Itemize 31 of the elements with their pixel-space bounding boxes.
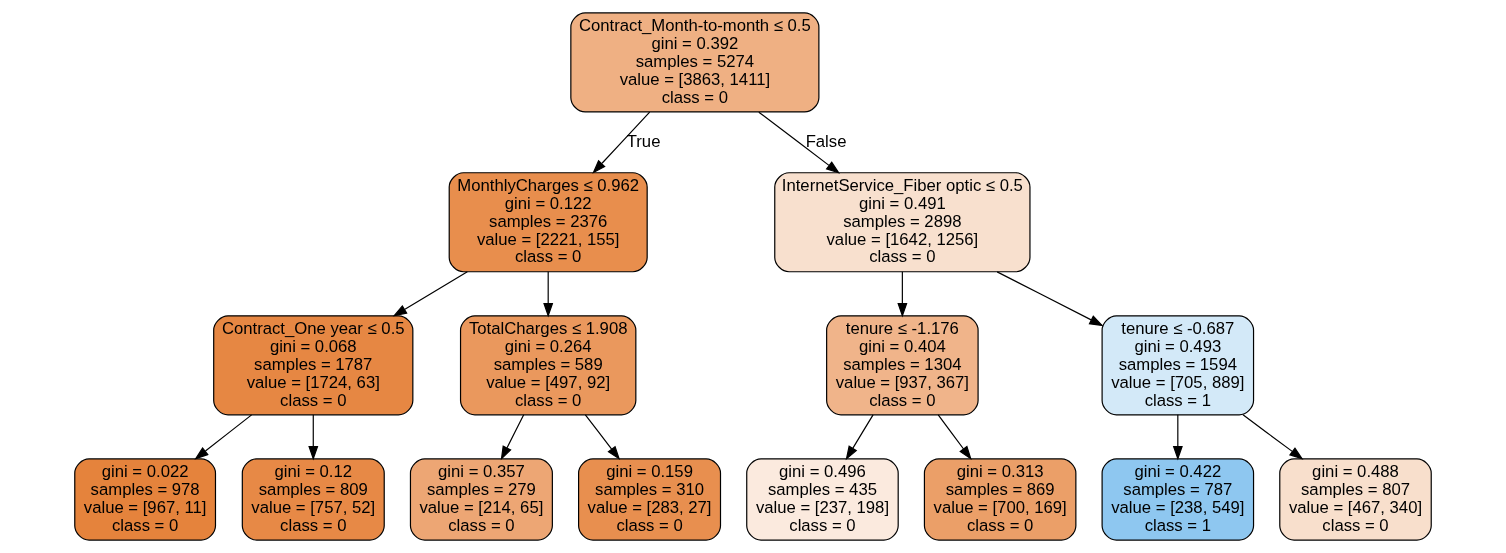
arrow: [758, 111, 841, 174]
node-box: gini = 0.022 samples = 978 value = [967, 11] class = 0: [74, 458, 217, 541]
node-box: gini = 0.313 samples = 869 value = [700, 169] class = 0: [923, 458, 1077, 541]
arrow: [500, 414, 525, 461]
node-box: InternetService_Fiber optic ≤ 0.5 gini = 0.491 samples = 2898 value = [1642, 1256] class = 0: [774, 172, 1031, 273]
arrow: [1172, 414, 1183, 461]
node-box: Contract_Month-to-month ≤ 0.5 gini = 0.392 samples = 5274 value = [3863, 1411] class = 0: [570, 12, 820, 113]
node-box: gini = 0.422 samples = 787 value = [238, 549] class = 1: [1101, 458, 1255, 541]
arrow: [845, 414, 874, 461]
node-box: TotalCharges ≤ 1.908 gini = 0.264 samples = 589 value = [497, 92] class = 0: [459, 315, 637, 416]
edge-label: False: [805, 131, 847, 151]
arrow: [937, 414, 972, 461]
arrow: [308, 414, 319, 461]
node-box: tenure ≤ -1.176 gini = 0.404 samples = 1304 value = [937, 367] class = 0: [826, 315, 979, 416]
arrow: [392, 271, 468, 317]
node-box: gini = 0.12 samples = 809 value = [757, 52] class = 0: [241, 458, 385, 541]
node-box: gini = 0.159 samples = 310 value = [283, 27] class = 0: [578, 458, 722, 541]
arrow: [897, 271, 908, 318]
arrow: [543, 271, 554, 318]
arrow: [194, 414, 253, 460]
node-box: tenure ≤ -0.687 gini = 0.493 samples = 1594 value = [705, 889] class = 1: [1101, 315, 1255, 416]
arrow: [1242, 414, 1304, 460]
node-box: gini = 0.488 samples = 807 value = [467, 340] class = 0: [1279, 458, 1432, 541]
edge-label: True: [626, 131, 661, 151]
arrow: [592, 111, 651, 174]
arrow: [584, 414, 621, 461]
node-box: Contract_One year ≤ 0.5 gini = 0.068 samples = 1787 value = [1724, 63] class = 0: [213, 315, 414, 416]
arrow: [996, 271, 1104, 327]
node-box: MonthlyCharges ≤ 0.962 gini = 0.122 samples = 2376 value = [2221, 155] class = 0: [448, 172, 648, 273]
node-box: gini = 0.496 samples = 435 value = [237, 198] class = 0: [746, 458, 899, 541]
node-box: gini = 0.357 samples = 279 value = [214, 65] class = 0: [409, 458, 553, 541]
